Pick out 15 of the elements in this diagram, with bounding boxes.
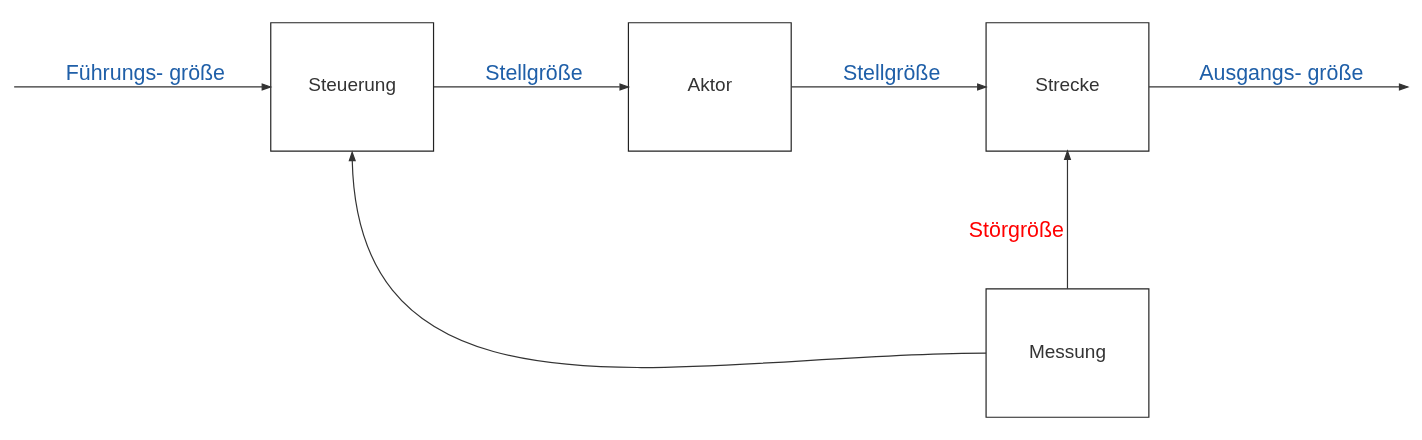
- node-box: Aktor: [627, 22, 792, 152]
- edge-label: Führungs- größe: [65, 61, 225, 86]
- node-box: Strecke: [985, 22, 1150, 152]
- edge-label: Stellgröße: [842, 61, 941, 86]
- arrow: [791, 83, 988, 91]
- edge-label: Störgröße: [968, 217, 1064, 242]
- node-box: Steuerung: [270, 22, 435, 152]
- arrow: [433, 83, 631, 91]
- edge-label: Stellgröße: [485, 61, 583, 86]
- node-box: Messung: [985, 288, 1150, 418]
- edge-label: Ausgangs- größe: [1199, 61, 1364, 86]
- arrow: [13, 83, 273, 91]
- arrow: [1063, 149, 1072, 290]
- arrow: [1148, 83, 1410, 91]
- arrow: [348, 150, 987, 368]
